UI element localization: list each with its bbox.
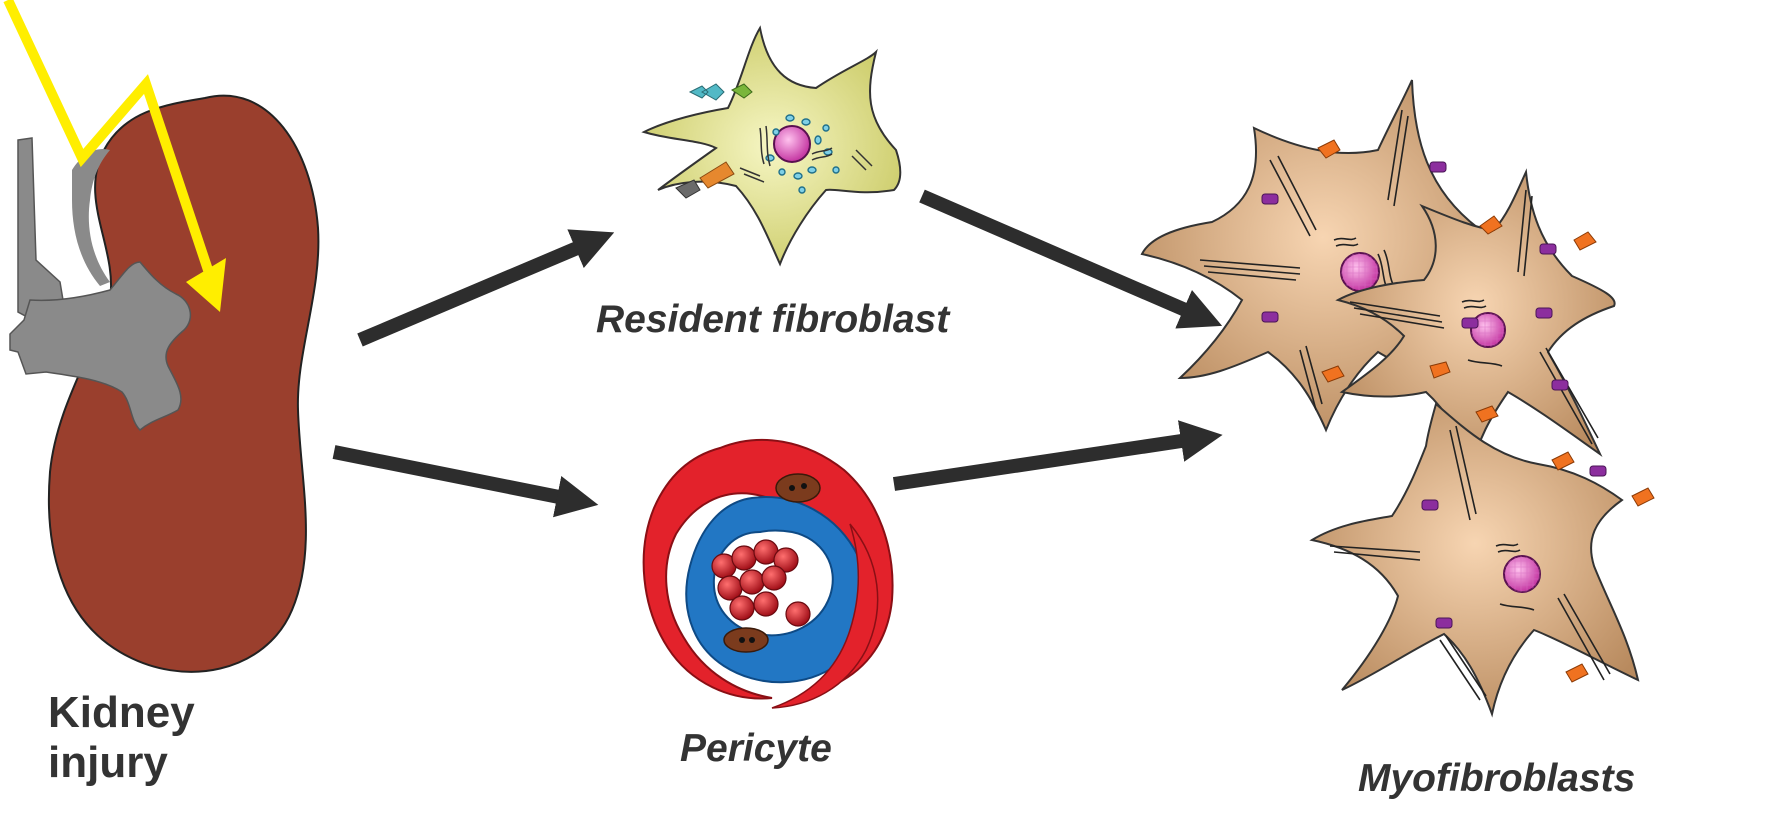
resident-fibroblast-label: Resident fibroblast [596, 298, 950, 341]
renal-pelvis [9, 261, 192, 432]
kidney-illustration [3, 0, 320, 673]
myofibroblasts-cluster [1140, 79, 1655, 718]
pericyte-nucleus-top [775, 473, 821, 503]
pericyte-label: Pericyte [680, 727, 832, 770]
kidney-label-line1: Kidney [48, 688, 195, 737]
arrow-kidney-to-fibroblast [357, 229, 615, 347]
red-blood-cells [711, 539, 811, 627]
arrow-kidney-to-pericyte [332, 445, 599, 518]
myofibroblast-receptors [1261, 139, 1655, 683]
endothelial-nucleus-bottom [723, 627, 769, 653]
renal-vessel [72, 148, 110, 286]
fibroblast-organelles [765, 114, 840, 194]
myofibroblast-cell-3 [1309, 402, 1640, 718]
pericyte-inner-red-band [771, 523, 879, 709]
ureter [17, 137, 67, 327]
arrow-pericyte-to-myofibroblasts [892, 420, 1223, 491]
pericyte-outer-red [642, 438, 894, 700]
myofibroblasts-label: Myofibroblasts [1358, 757, 1636, 800]
fibroblast-body [641, 25, 902, 267]
fibroblast-nucleus [773, 125, 811, 163]
resident-fibroblast-cell [641, 25, 902, 267]
fibroblast-er [739, 125, 873, 183]
injury-arrow-head [186, 258, 226, 312]
kidney-label-line2: injury [48, 738, 168, 787]
injury-lightning-arrow [3, 0, 213, 272]
arrow-fibroblast-to-myofibroblasts [919, 189, 1223, 329]
fibroblast-receptors [675, 83, 753, 199]
flow-arrows [332, 189, 1223, 518]
pericyte-capillary [642, 438, 894, 709]
kidney-shape [47, 94, 320, 673]
kidney-injury-label: Kidney injury [48, 688, 308, 788]
